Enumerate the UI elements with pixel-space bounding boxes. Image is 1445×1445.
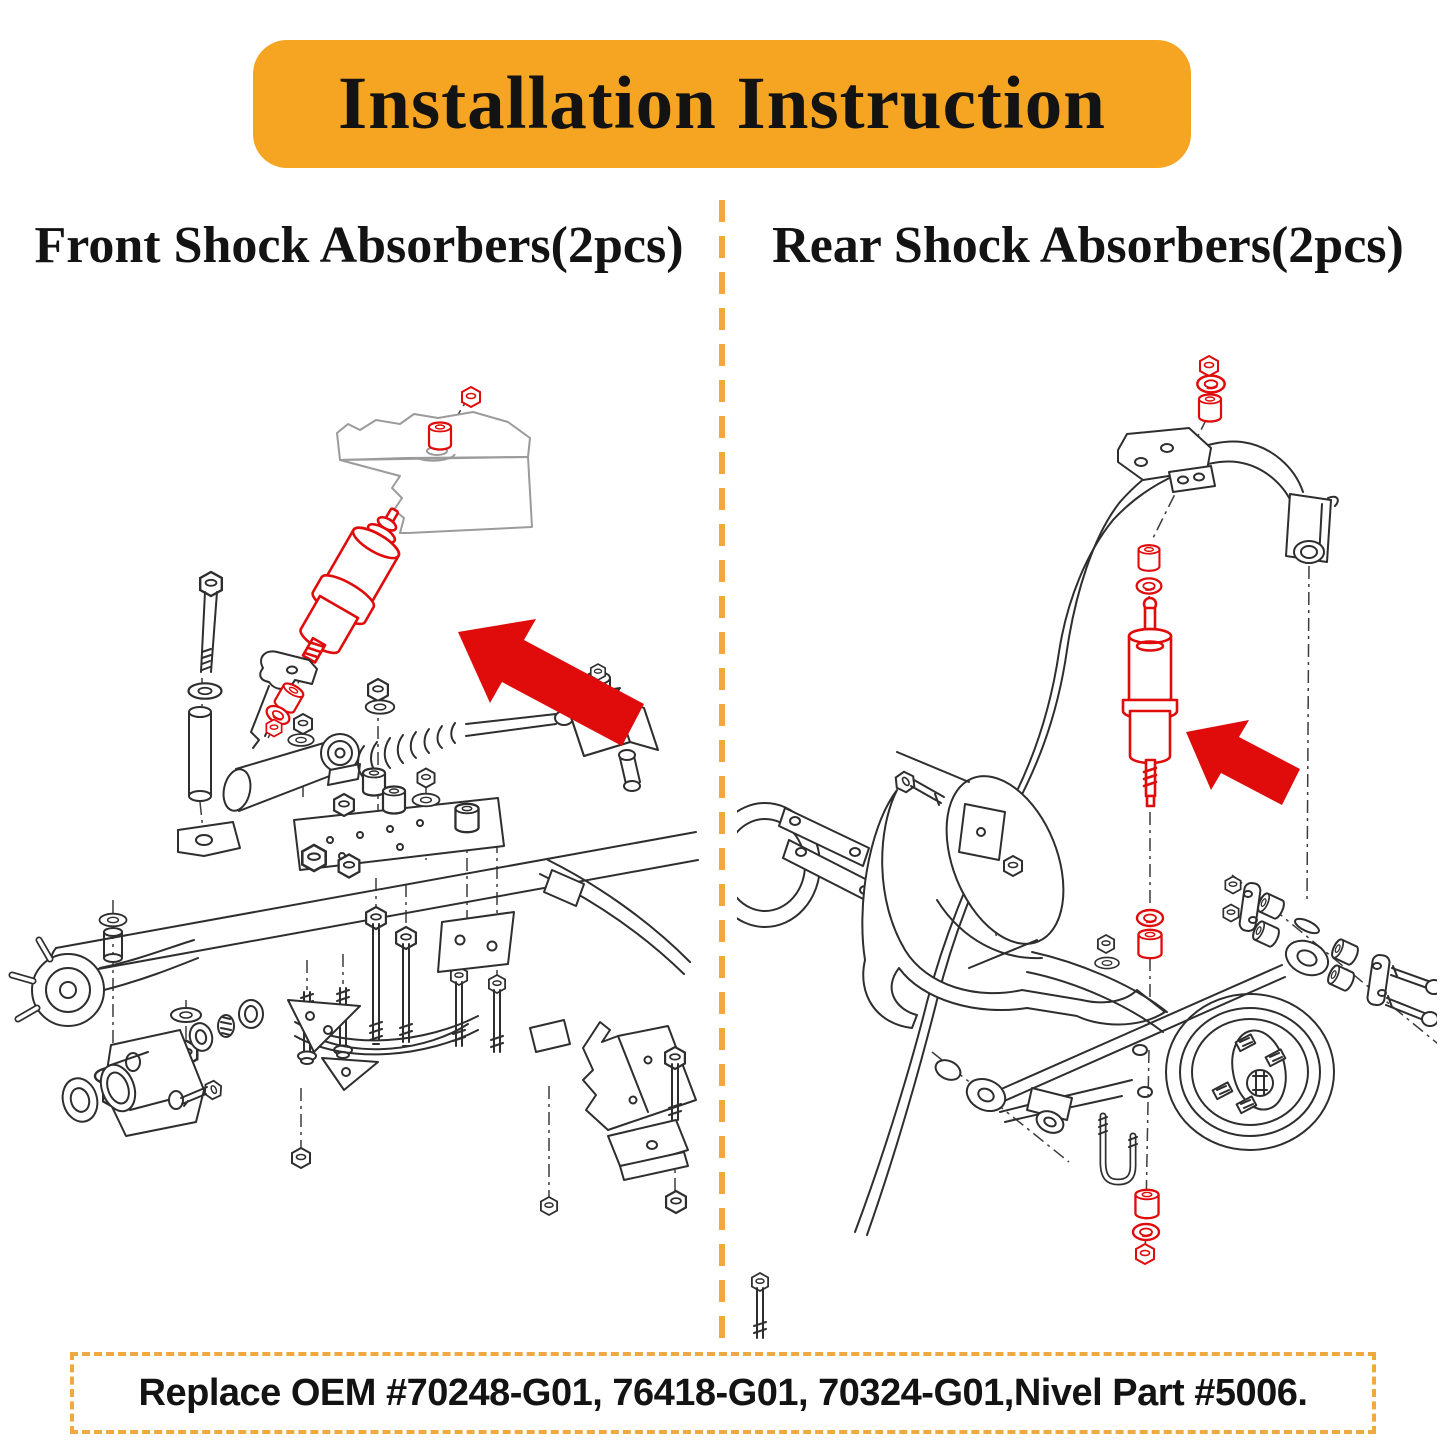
- front-panel-title: Front Shock Absorbers(2pcs): [34, 217, 684, 274]
- leaf-spring-shackle: [934, 875, 1437, 1186]
- rear-shock-absorber: [1121, 596, 1179, 808]
- wheel-spindle-hub: [8, 912, 202, 1109]
- title-banner: Installation Instruction: [253, 40, 1191, 168]
- shock-upper-mount-stack: [1196, 355, 1226, 423]
- front-suspension-diagram: [8, 386, 699, 1216]
- frame-mount-slab: [582, 1021, 697, 1215]
- red-arrow-icon: [458, 619, 644, 746]
- fastener-hardware: [751, 767, 1023, 1339]
- rear-suspension-diagram: [737, 355, 1437, 1339]
- leaf-springs: [287, 859, 691, 1091]
- oem-replacement-note: Replace OEM #70248-G01, 76418-G01, 70324…: [138, 1371, 1308, 1414]
- red-arrow-icon: [1186, 720, 1300, 805]
- front-shock-absorber: [299, 507, 401, 671]
- shock-lower-mount: [250, 650, 318, 749]
- oem-replacement-note-box: Replace OEM #70248-G01, 76418-G01, 70324…: [70, 1352, 1376, 1434]
- shock-lower-bushings: [1135, 908, 1165, 960]
- rear-panel-title: Rear Shock Absorbers(2pcs): [772, 217, 1404, 274]
- brake-drum-hub: [1165, 993, 1335, 1151]
- spindle-housing-parts: [61, 999, 264, 1137]
- mount-bolt-and-spacer: [187, 570, 224, 802]
- steering-rack: [222, 710, 574, 812]
- panel-divider-line: [719, 200, 725, 1346]
- shock-stem-bushings: [1135, 544, 1163, 595]
- axle-beam: [50, 797, 699, 977]
- axle-mount-stack: [1131, 1188, 1161, 1265]
- motor-and-axle: [737, 751, 1168, 1098]
- page-title: Installation Instruction: [338, 62, 1106, 145]
